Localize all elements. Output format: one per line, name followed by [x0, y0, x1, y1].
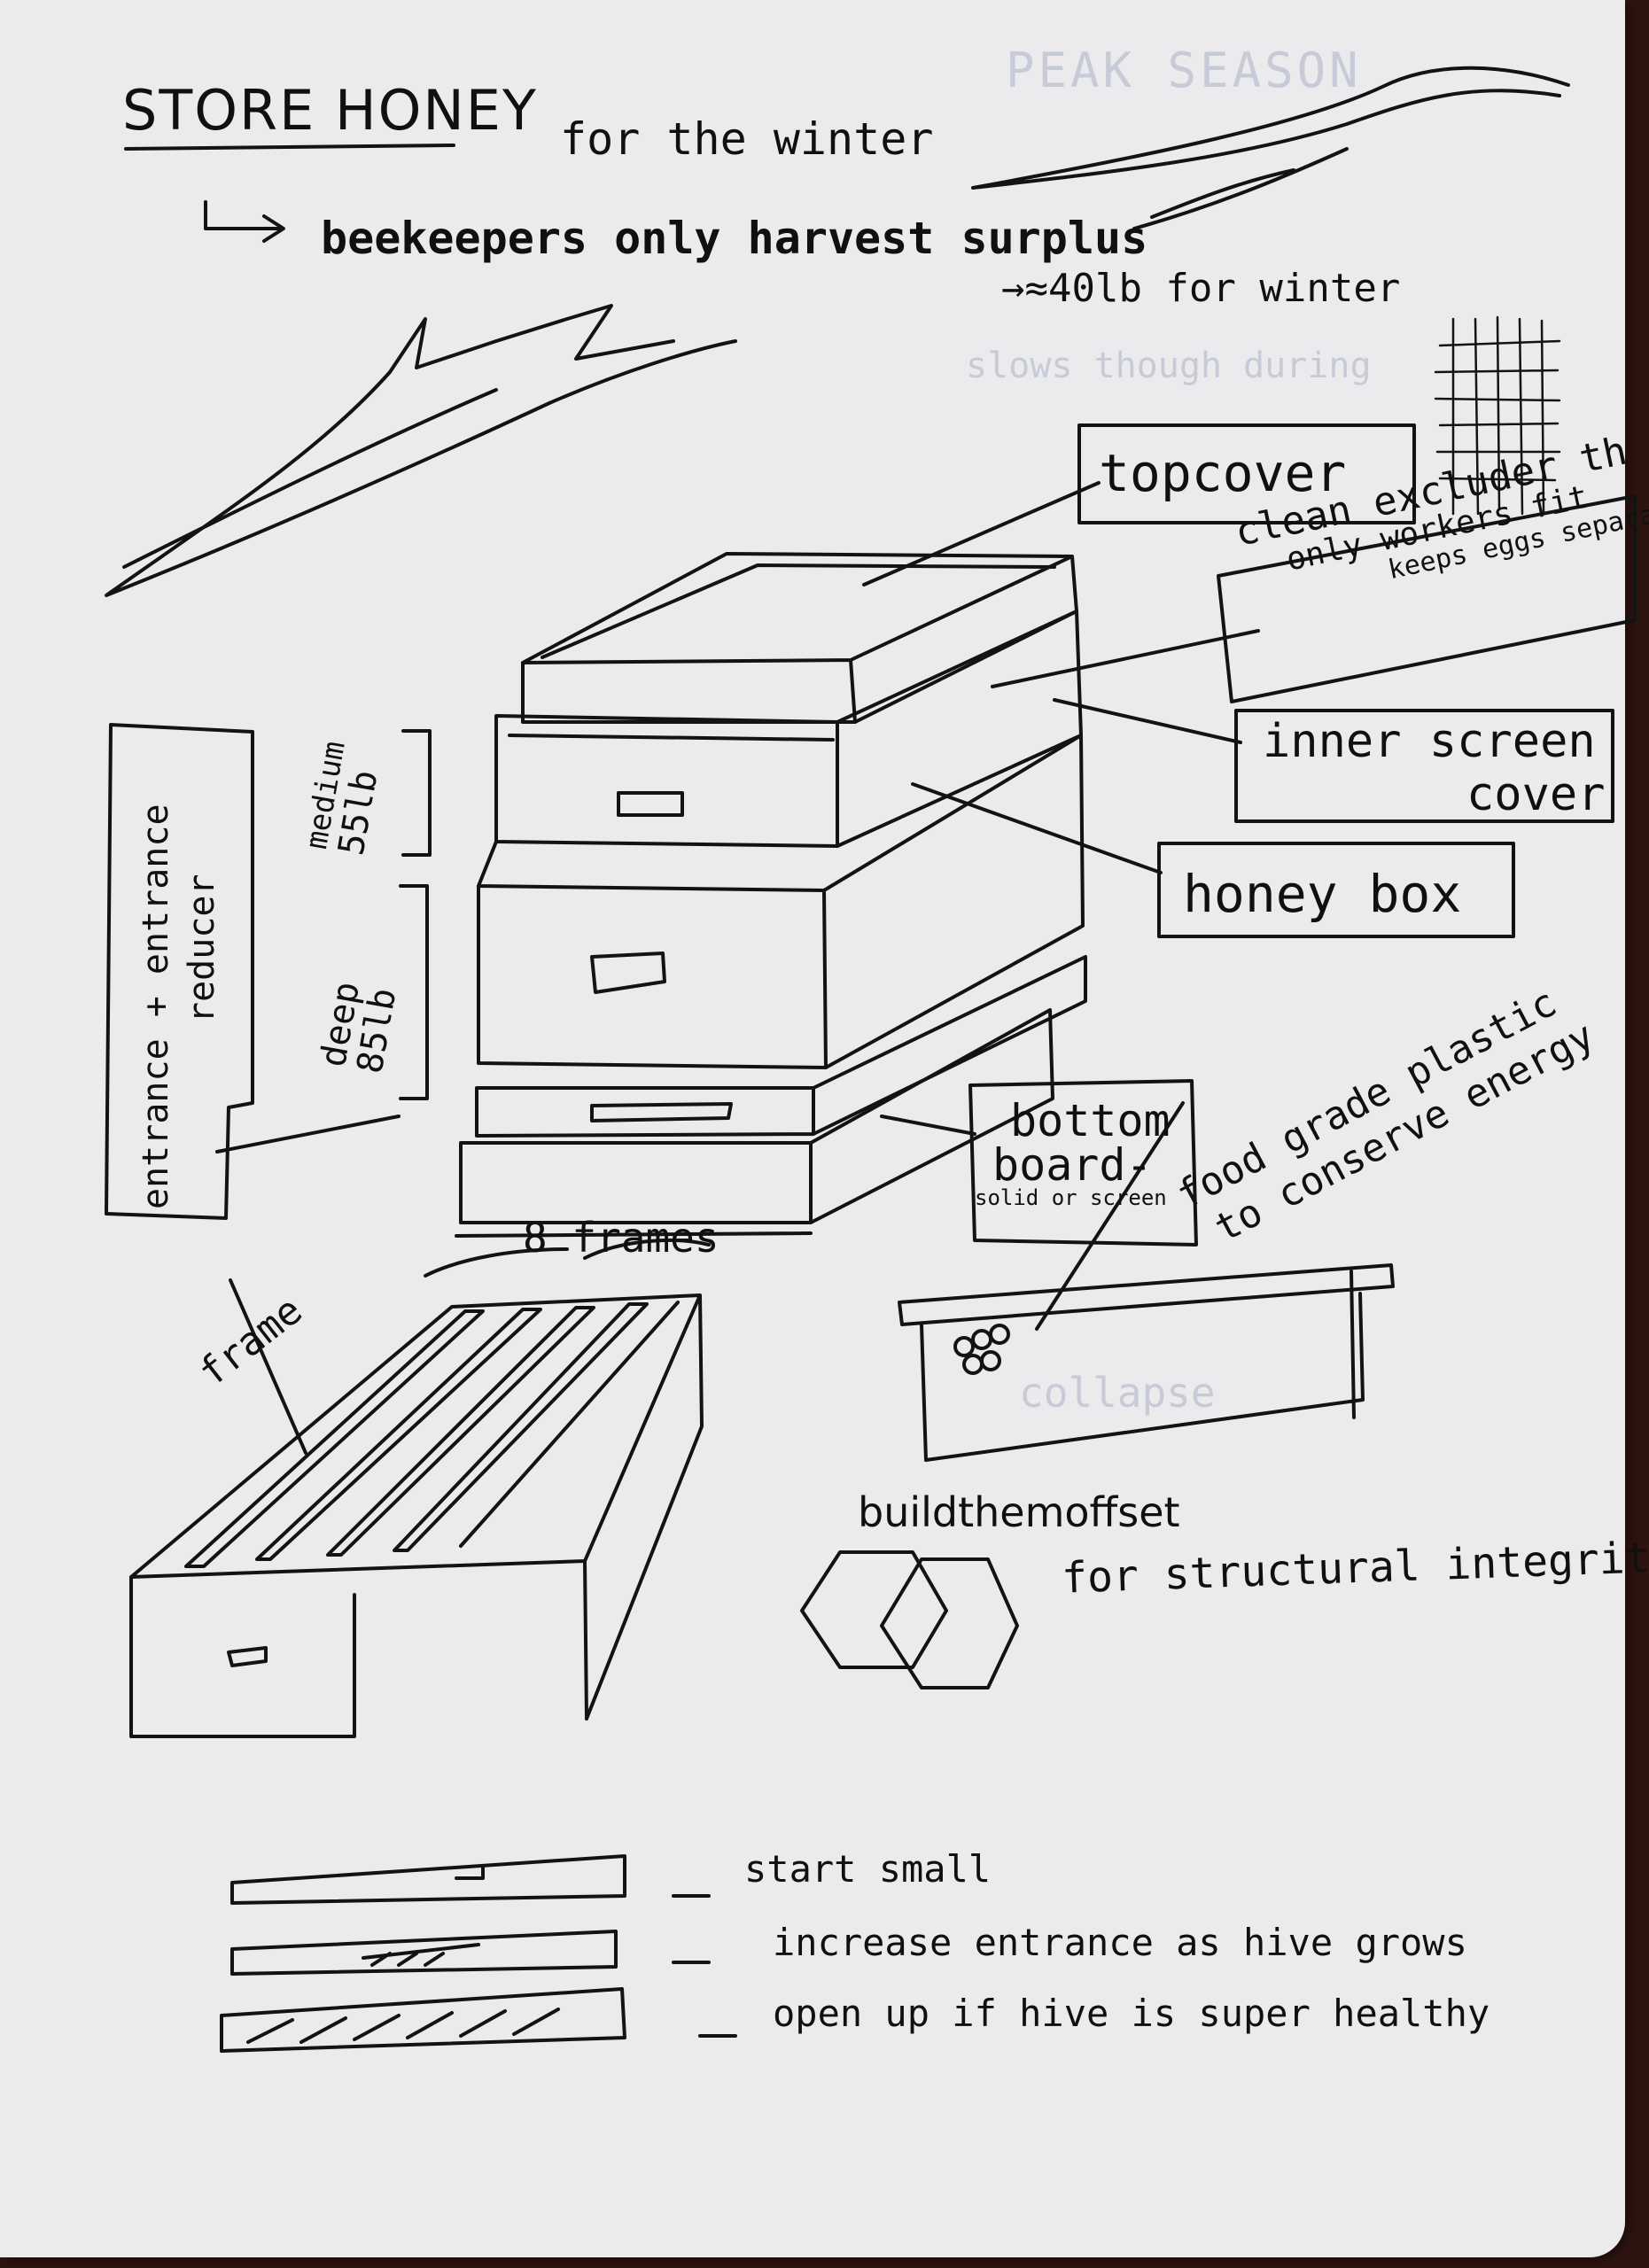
label-inner-cover: inner screen cover	[1263, 715, 1606, 822]
grid-sketch	[1434, 315, 1561, 516]
bleed-text-2: slows though during	[966, 346, 1372, 386]
bleed-text-1: PEAK SEASON	[1006, 43, 1362, 98]
honey-box-box	[1157, 842, 1515, 938]
topcover-box	[1077, 423, 1416, 524]
label-bottom-board-line3: solid or screen	[975, 1185, 1167, 1210]
label-deep: deep 85lb	[313, 979, 404, 1076]
label-honey-box: honey box	[1183, 864, 1462, 924]
label-entrance-line1: entrance + entrance	[136, 804, 176, 1209]
reducer-step-2: increase entrance as hive grows	[773, 1921, 1467, 1964]
bleed-text-3: collapse	[1019, 1369, 1216, 1417]
hexagon-sketch	[800, 1550, 1019, 1689]
reducer-step-1: start small	[744, 1847, 992, 1891]
arrow-right-icon	[204, 200, 285, 243]
label-bottom-board-line2: board-	[992, 1139, 1153, 1191]
title-continued: for the winter	[560, 113, 934, 165]
excluder-box	[1217, 494, 1637, 703]
reducer-sketches	[220, 1854, 737, 2053]
label-entrance: entrance + entrance reducer	[133, 804, 225, 1209]
frames-box-sketch	[129, 1239, 711, 1738]
winter-amount-note: →≈40lb for winter	[1001, 266, 1401, 311]
hive-sketch	[399, 552, 1087, 1238]
scribble-top	[971, 66, 1570, 230]
reducer-step-3: open up if hive is super healthy	[773, 1992, 1490, 2035]
scribble-left	[105, 304, 737, 597]
bottom-board-box	[968, 1079, 1198, 1247]
label-bottom-board: bottom board- solid or screen	[975, 1095, 1171, 1208]
label-topcover: topcover	[1099, 443, 1347, 503]
label-inner-cover-line1: inner screen	[1263, 715, 1596, 768]
page-title: STORE HONEY	[122, 78, 538, 143]
label-build-offset: buildthemoffset	[858, 1488, 1180, 1536]
label-bottom-board-line1: bottom	[1010, 1095, 1171, 1146]
label-entrance-line2: reducer	[182, 874, 222, 1023]
harvest-note: beekeepers only harvest surplus	[321, 213, 1148, 264]
label-frames-count: 8 frames	[523, 1214, 719, 1262]
entrance-box	[105, 723, 254, 1220]
title-underline	[124, 144, 455, 151]
label-inner-cover-line2: cover	[1466, 767, 1606, 821]
frame-sketch	[898, 1263, 1395, 1462]
inner-cover-box	[1234, 709, 1614, 823]
